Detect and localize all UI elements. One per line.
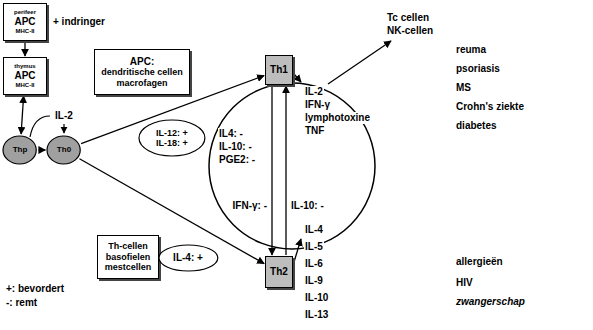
connector (285, 86, 286, 255)
node-label: dendritische cellen macrofagen (98, 67, 186, 88)
connector (271, 86, 272, 255)
text-label: psoriasis (455, 63, 501, 75)
text-label: HIV (455, 277, 474, 289)
node-text-group: Thp (9, 145, 31, 154)
node-text-group: perifeerAPCMHC-II (7, 9, 43, 34)
output-arrow (294, 239, 301, 262)
node-label: MHC-II (7, 28, 43, 35)
cytokine-ellipse-shape (139, 120, 205, 156)
apc-box: APC:dendritische cellen macrofagen (94, 49, 190, 95)
node-label: APC (7, 16, 43, 28)
text-label: + indringer (52, 16, 106, 28)
text-label: IL-4 (304, 224, 324, 236)
apc-box: perifeerAPCMHC-II (3, 3, 47, 41)
il2-arrow (63, 124, 64, 133)
text-label: PGE2: - (218, 154, 256, 166)
text-label: IL-13 (304, 309, 329, 321)
text-label: Crohn's ziekte (455, 101, 525, 113)
text-label: lymphotoxine (304, 112, 371, 124)
legend-text: -: remt (6, 297, 37, 308)
interaction-circle (209, 83, 375, 249)
node-label: APC (7, 70, 43, 82)
text-label: IL-9 (304, 275, 324, 287)
connector (24, 42, 25, 56)
node-label: IL-18: + (149, 138, 194, 148)
t-cell-circle: Thp (2, 135, 37, 165)
node-text-group: Th0 (53, 145, 75, 154)
node-text-group: IL-4: + (168, 252, 208, 264)
node-label: thymus (7, 63, 43, 70)
text-label: IFN-γ (304, 99, 331, 111)
cell-box: Th-cellen basofielen mestcellen (97, 235, 159, 279)
il2-loop (30, 116, 50, 137)
text-label: allergieën (455, 256, 504, 268)
text-label: diabetes (455, 120, 498, 132)
node-label: IL-12: + (149, 128, 194, 138)
text-label: IL-2 (304, 86, 324, 98)
connector (21, 96, 24, 134)
node-text-group: Th2 (269, 266, 289, 278)
node-text-group: IL-12: +IL-18: + (149, 128, 194, 149)
apc-box: thymusAPCMHC-II (3, 57, 47, 95)
activation-arrow (328, 41, 391, 84)
t-cell-circle: Th0 (46, 135, 81, 165)
node-label: Th1 (269, 64, 289, 76)
edge-label: IFN-γ: - (232, 200, 268, 212)
legend-row: -: remt (5, 297, 38, 309)
text-label: IL-2 (54, 110, 74, 122)
legend-text: +: bevordert (6, 283, 64, 294)
node-label: MHC-II (7, 82, 43, 89)
node-label: Th-cellen basofielen mestcellen (101, 241, 155, 272)
connector (39, 149, 46, 150)
node-text-group: thymusAPCMHC-II (7, 63, 43, 88)
t-cell-circle-shape (47, 136, 80, 164)
text-label: zwangerschap (455, 296, 526, 308)
text-label: Tc cellen (386, 12, 430, 24)
text-label: IL-6 (304, 258, 324, 270)
node-label: perifeer (7, 9, 43, 16)
edge-label: IL-10: - (290, 200, 325, 212)
node-text-group: APC:dendritische cellen macrofagen (98, 56, 186, 88)
output-arrow (294, 74, 301, 82)
text-label: TNF (304, 125, 325, 137)
node-label: IL-4: + (168, 252, 208, 264)
text-label: IL4: - (218, 128, 244, 140)
node-label: Thp (9, 145, 31, 154)
node-label: APC: (98, 56, 186, 68)
text-label: MS (455, 82, 472, 94)
text-label: IL-5 (304, 241, 324, 253)
th-box: Th1 (265, 55, 293, 85)
text-label: reuma (455, 44, 487, 56)
th-box: Th2 (265, 256, 293, 288)
text-label: IL-10 (304, 292, 329, 304)
cytokine-ellipse: IL-4: + (158, 244, 219, 272)
text-label: NK-cellen (386, 25, 434, 37)
legend-row: +: bevordert (5, 283, 65, 295)
text-label: IL-10: - (218, 141, 253, 153)
node-text-group: Th1 (269, 64, 289, 76)
cytokine-ellipse-shape (159, 245, 218, 271)
t-cell-circle-shape (3, 136, 36, 164)
node-label: Th0 (53, 145, 75, 154)
cytokine-ellipse: IL-12: +IL-18: + (138, 119, 206, 157)
node-text-group: Th-cellen basofielen mestcellen (101, 241, 155, 272)
node-label: Th2 (269, 266, 289, 278)
